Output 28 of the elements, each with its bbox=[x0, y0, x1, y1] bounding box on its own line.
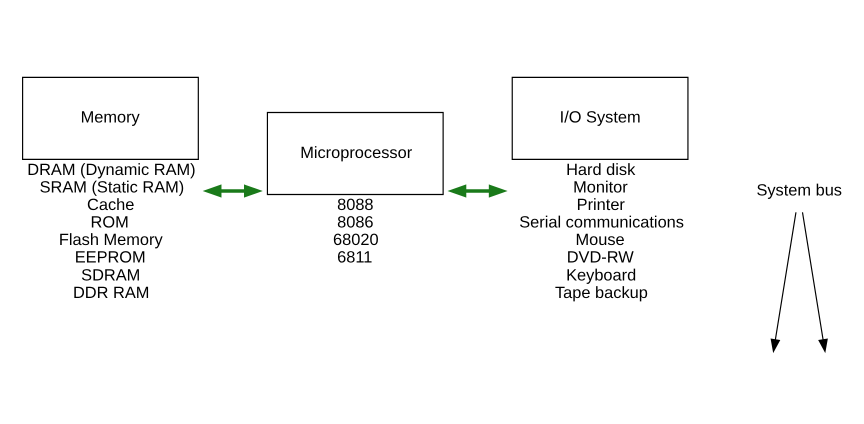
node-label: DDR RAM bbox=[72, 283, 150, 302]
node-label: Keyboard bbox=[566, 266, 636, 284]
node-label: Mouse bbox=[575, 230, 625, 249]
node-label: 8086 bbox=[337, 213, 374, 232]
node-label: EEPROM bbox=[74, 248, 146, 266]
arrow bbox=[202, 184, 263, 198]
node-label: Monitor bbox=[573, 178, 628, 196]
arrow bbox=[448, 184, 508, 198]
node-label: Hard disk bbox=[566, 160, 636, 178]
arrow bbox=[770, 212, 797, 353]
node-label: Printer bbox=[576, 195, 625, 214]
node-label: Tape backup bbox=[554, 283, 648, 302]
node-box: Memory bbox=[22, 76, 199, 160]
node-box: I/O System bbox=[512, 76, 689, 160]
node-label: Cache bbox=[87, 195, 134, 214]
node-label: ROM bbox=[90, 213, 129, 232]
node-label: Flash Memory bbox=[58, 230, 163, 249]
node-label: 6811 bbox=[337, 248, 372, 266]
node-label: Serial communications bbox=[519, 213, 684, 232]
node-label: DRAM (Dynamic RAM) bbox=[27, 160, 196, 178]
node-text: System bus bbox=[756, 180, 842, 199]
node-label: SRAM (Static RAM) bbox=[40, 178, 184, 196]
node-label: 68020 bbox=[333, 230, 379, 249]
node-label: DVD-RW bbox=[566, 248, 634, 266]
node-label: 8088 bbox=[337, 195, 374, 214]
node-label: SDRAM bbox=[81, 266, 140, 284]
node-box: Microprocessor bbox=[266, 111, 444, 195]
arrow bbox=[802, 212, 828, 353]
